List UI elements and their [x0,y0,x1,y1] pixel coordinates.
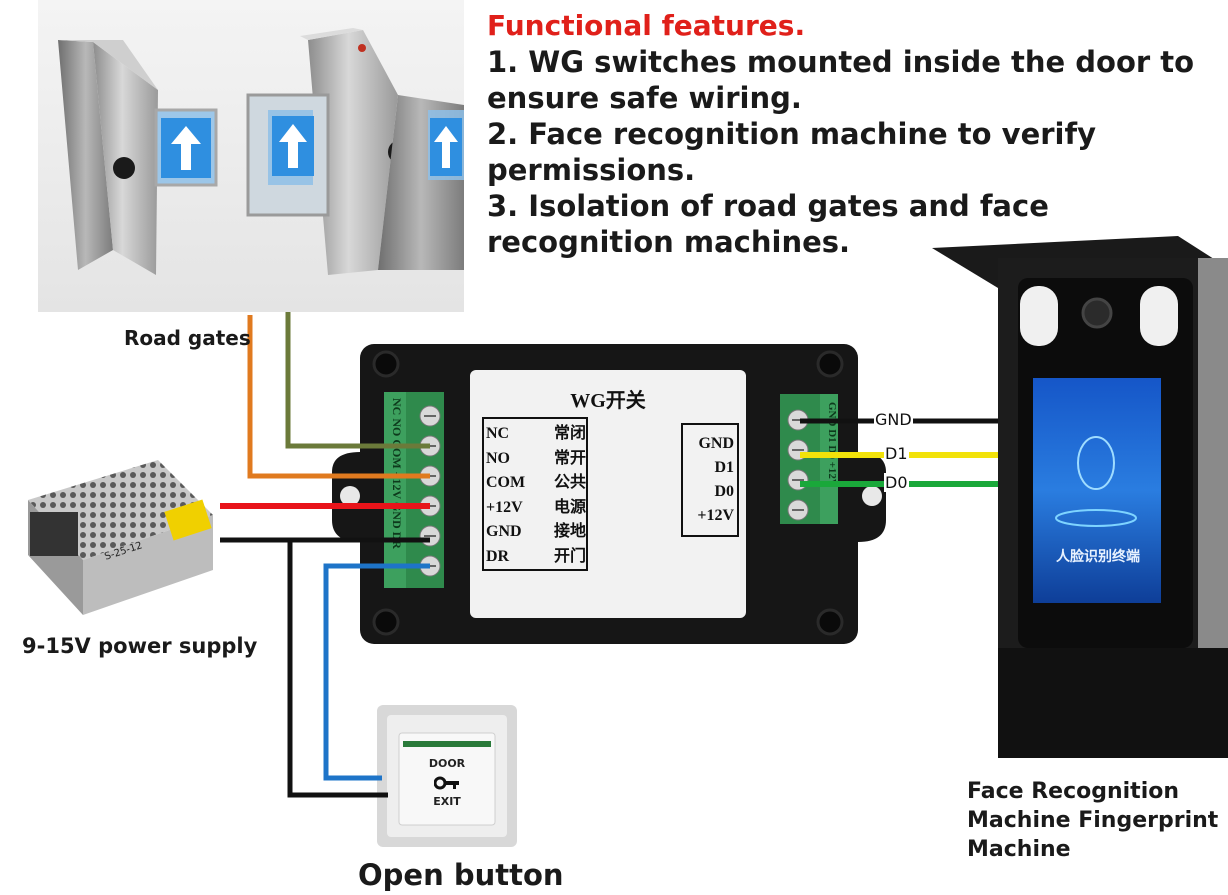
wire-orange-com [247,315,430,479]
wire-black-exit [287,540,388,798]
terminal-cn: 接地 [553,523,586,540]
road-gates-label: Road gates [124,326,251,350]
right-terminal-label: D1 [714,459,734,476]
feature-item-1: 1. WG switches mounted inside the door t… [487,45,1195,115]
wire-blue-dr [323,563,430,781]
module-title: WG开关 [570,390,646,412]
exit-button-bottom-label: EXIT [433,795,461,808]
terminal-code: NC [486,425,510,442]
right-terminal-label: GND [698,435,734,452]
key-icon [433,775,460,794]
terminal-screw-right-12v [786,498,810,526]
wire-label-d0: D0 [884,473,909,492]
terminal-cn: 常开 [553,449,586,467]
exit-button-top-label: DOOR [428,757,466,770]
arrow-up-icon [161,118,211,182]
face-machine-label: Face Recognition Machine Fingerprint Mac… [967,779,1219,862]
wg-switch-module: NC NO COM +12V GND DR GND D1 D0 +12V WG开… [320,342,895,647]
terminal-cn: 电源 [553,498,586,516]
road-gates-image [38,0,464,312]
wire-label-d1: D1 [884,444,909,463]
arrow-up-icon [430,118,462,180]
terminal-code: COM [486,474,526,491]
right-terminal-label: +12V [697,507,734,524]
left-terminal-table: NC 常闭 NO 常开 COM 公共 +12V 电源 GND 接地 DR 开门 [486,422,586,569]
right-terminal-table: GND D1 D0 +12V [682,432,738,528]
feature-item-2: 2. Face recognition machine to verify pe… [487,117,1097,187]
right-terminal-label: D0 [714,483,734,500]
terminal-cn: 常闭 [553,425,586,442]
terminal-cn: 开门 [553,547,586,565]
power-supply-image: S-25-12 [8,460,218,620]
open-button-label: Open button [358,858,564,892]
terminal-code: GND [486,523,522,540]
terminal-code: +12V [486,498,523,516]
face-recognition-machine: 人脸识别终端 [928,228,1228,768]
terminal-code: DR [486,547,510,565]
power-supply-label: 9-15V power supply [22,634,258,658]
terminal-screw-nc [418,404,442,432]
terminal-cn: 公共 [553,474,586,491]
feature-item-3: 3. Isolation of road gates and face reco… [487,189,1049,259]
terminal-code: NO [486,449,510,467]
face-screen-text: 人脸识别终端 [1056,549,1140,565]
wire-olive-no [285,312,430,449]
features-title: Functional features. [487,9,806,42]
exit-button-device: DOOR EXIT [377,705,517,847]
wire-label-gnd: GND [874,410,913,429]
arrow-up-icon [272,116,314,180]
features-block: Functional features. 1. WG switches moun… [487,8,1217,260]
